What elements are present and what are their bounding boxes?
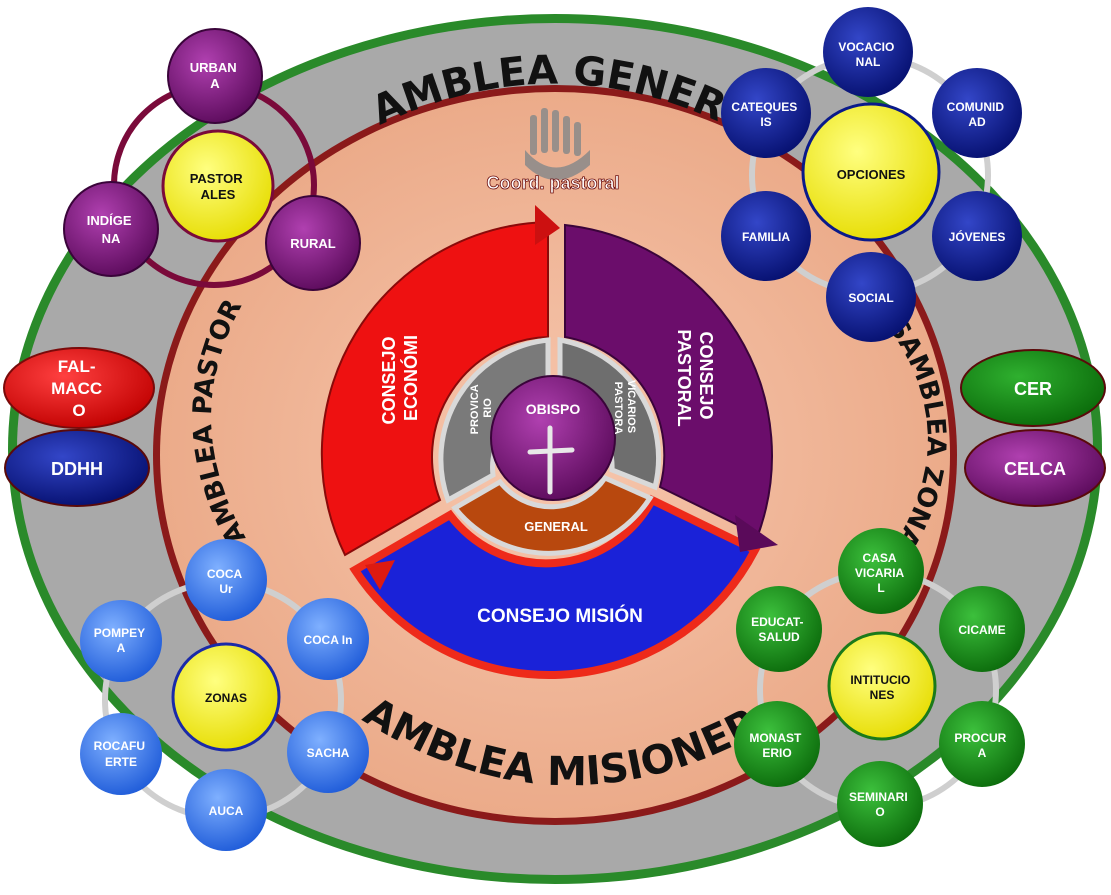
opciones-node-familia[interactable] bbox=[721, 191, 811, 281]
instituciones-node-cicame[interactable] bbox=[939, 586, 1025, 672]
instituciones-node-procura[interactable] bbox=[939, 701, 1025, 787]
instituciones-node-educat-salud[interactable] bbox=[736, 586, 822, 672]
opciones-node-vocacional-label: VOCACIO NAL bbox=[838, 40, 897, 69]
instituciones-center[interactable] bbox=[827, 631, 937, 741]
provicario-label: PROVICA RIO bbox=[469, 382, 494, 435]
zonas-node-pompeya-label: POMPEY A bbox=[94, 626, 148, 655]
coord-pastoral-label: Coord. pastoral bbox=[486, 173, 619, 193]
arrow-economia-head-icon bbox=[535, 205, 560, 245]
zonas-node-auca[interactable] bbox=[185, 769, 267, 851]
pastorales-node-indigena-label: INDÍGE NA bbox=[87, 213, 135, 246]
zonas-node-rocafuerte[interactable] bbox=[80, 713, 162, 795]
instituciones-node-procura-label: PROCUR A bbox=[954, 731, 1009, 760]
zonas-node-sacha-label: SACHA bbox=[307, 746, 350, 760]
opciones-node-jovenes-label: JÓVENES bbox=[949, 229, 1006, 244]
instituciones-center-label: INTITUCIO NES bbox=[850, 673, 913, 702]
zonas-node-auca-label: AUCA bbox=[209, 804, 244, 818]
zonas-node-coca-in[interactable] bbox=[287, 598, 369, 680]
consejo-pastoral-label: CONSEJO PASTORAL bbox=[674, 329, 716, 426]
zonas-node-coca-ur[interactable] bbox=[185, 539, 267, 621]
opciones-center[interactable] bbox=[801, 102, 941, 242]
oval-cer[interactable] bbox=[960, 349, 1106, 427]
oval-celca-label: CELCA bbox=[1004, 459, 1066, 479]
oval-ddhh-label: DDHH bbox=[51, 459, 103, 479]
pastorales-node-urbana-label: URBAN A bbox=[190, 60, 241, 91]
opciones-node-comunidad[interactable] bbox=[932, 68, 1022, 158]
instituciones-node-monasterio[interactable] bbox=[734, 701, 820, 787]
cross-icon bbox=[527, 425, 575, 495]
general-label: GENERAL bbox=[524, 519, 588, 534]
obispo-circle[interactable] bbox=[490, 375, 616, 501]
consejo-economia-label: CONSEJO ECONÓMI bbox=[379, 331, 421, 424]
oval-celca[interactable] bbox=[964, 429, 1106, 507]
oval-ddhh[interactable] bbox=[4, 429, 150, 507]
pastorales-center[interactable] bbox=[161, 129, 275, 243]
pastorales-node-urbana[interactable] bbox=[167, 28, 263, 124]
oval-fal-macco-label: FAL- MACC O bbox=[51, 357, 107, 420]
opciones-node-jovenes[interactable] bbox=[932, 191, 1022, 281]
opciones-node-social-label: SOCIAL bbox=[848, 291, 893, 305]
opciones-node-social[interactable] bbox=[826, 252, 916, 342]
instituciones-node-casa-vicarial[interactable] bbox=[838, 528, 924, 614]
zonas-node-coca-in-label: COCA In bbox=[304, 633, 353, 647]
opciones-node-catequesis-label: CATEQUES IS bbox=[731, 100, 800, 129]
opciones-node-familia-label: FAMILIA bbox=[742, 230, 790, 244]
pastorales-node-indigena[interactable] bbox=[63, 181, 159, 277]
instituciones-node-seminario-label: SEMINARI O bbox=[849, 790, 911, 819]
zonas-center[interactable] bbox=[171, 642, 281, 752]
zonas-node-pompeya[interactable] bbox=[80, 600, 162, 682]
obispo-label: OBISPO bbox=[526, 401, 581, 417]
opciones-center-label: OPCIONES bbox=[837, 167, 906, 182]
consejo-mision-segment[interactable] bbox=[349, 494, 761, 679]
zonas-node-sacha[interactable] bbox=[287, 711, 369, 793]
instituciones-node-educat-salud-label: EDUCAT- SALUD bbox=[751, 615, 807, 644]
vicarios-label: VICARIOS PASTORA bbox=[612, 380, 637, 436]
consejo-mision-label: CONSEJO MISIÓN bbox=[477, 605, 643, 627]
consejo-pastoral-segment[interactable] bbox=[564, 223, 773, 537]
opciones-node-vocacional[interactable] bbox=[823, 7, 913, 97]
zonas-node-coca-ur-label: COCA Ur bbox=[207, 567, 245, 596]
arrow-mision-head-icon bbox=[365, 560, 395, 590]
zonas-center-label: ZONAS bbox=[205, 691, 247, 705]
hands-logo-icon bbox=[525, 108, 590, 180]
general-segment[interactable] bbox=[451, 474, 654, 556]
oval-fal-macco[interactable] bbox=[3, 347, 155, 429]
opciones-node-comunidad-label: COMUNID AD bbox=[947, 100, 1008, 129]
oval-cer-label: CER bbox=[1014, 379, 1052, 399]
pastorales-node-rural[interactable] bbox=[265, 195, 361, 291]
zonas-node-rocafuerte-label: ROCAFU ERTE bbox=[94, 739, 149, 769]
pastorales-node-rural-label: RURAL bbox=[290, 236, 336, 251]
instituciones-node-cicame-label: CICAME bbox=[958, 623, 1005, 637]
opciones-node-catequesis[interactable] bbox=[721, 68, 811, 158]
arrow-pastoral-head-icon bbox=[735, 515, 778, 552]
consejo-economia-segment[interactable] bbox=[320, 220, 549, 557]
instituciones-node-casa-vicarial-label: CASA VICARIA L bbox=[855, 551, 907, 595]
pastorales-center-label: PASTOR ALES bbox=[190, 171, 247, 202]
instituciones-node-monasterio-label: MONAST ERIO bbox=[749, 731, 804, 760]
instituciones-node-seminario[interactable] bbox=[837, 761, 923, 847]
